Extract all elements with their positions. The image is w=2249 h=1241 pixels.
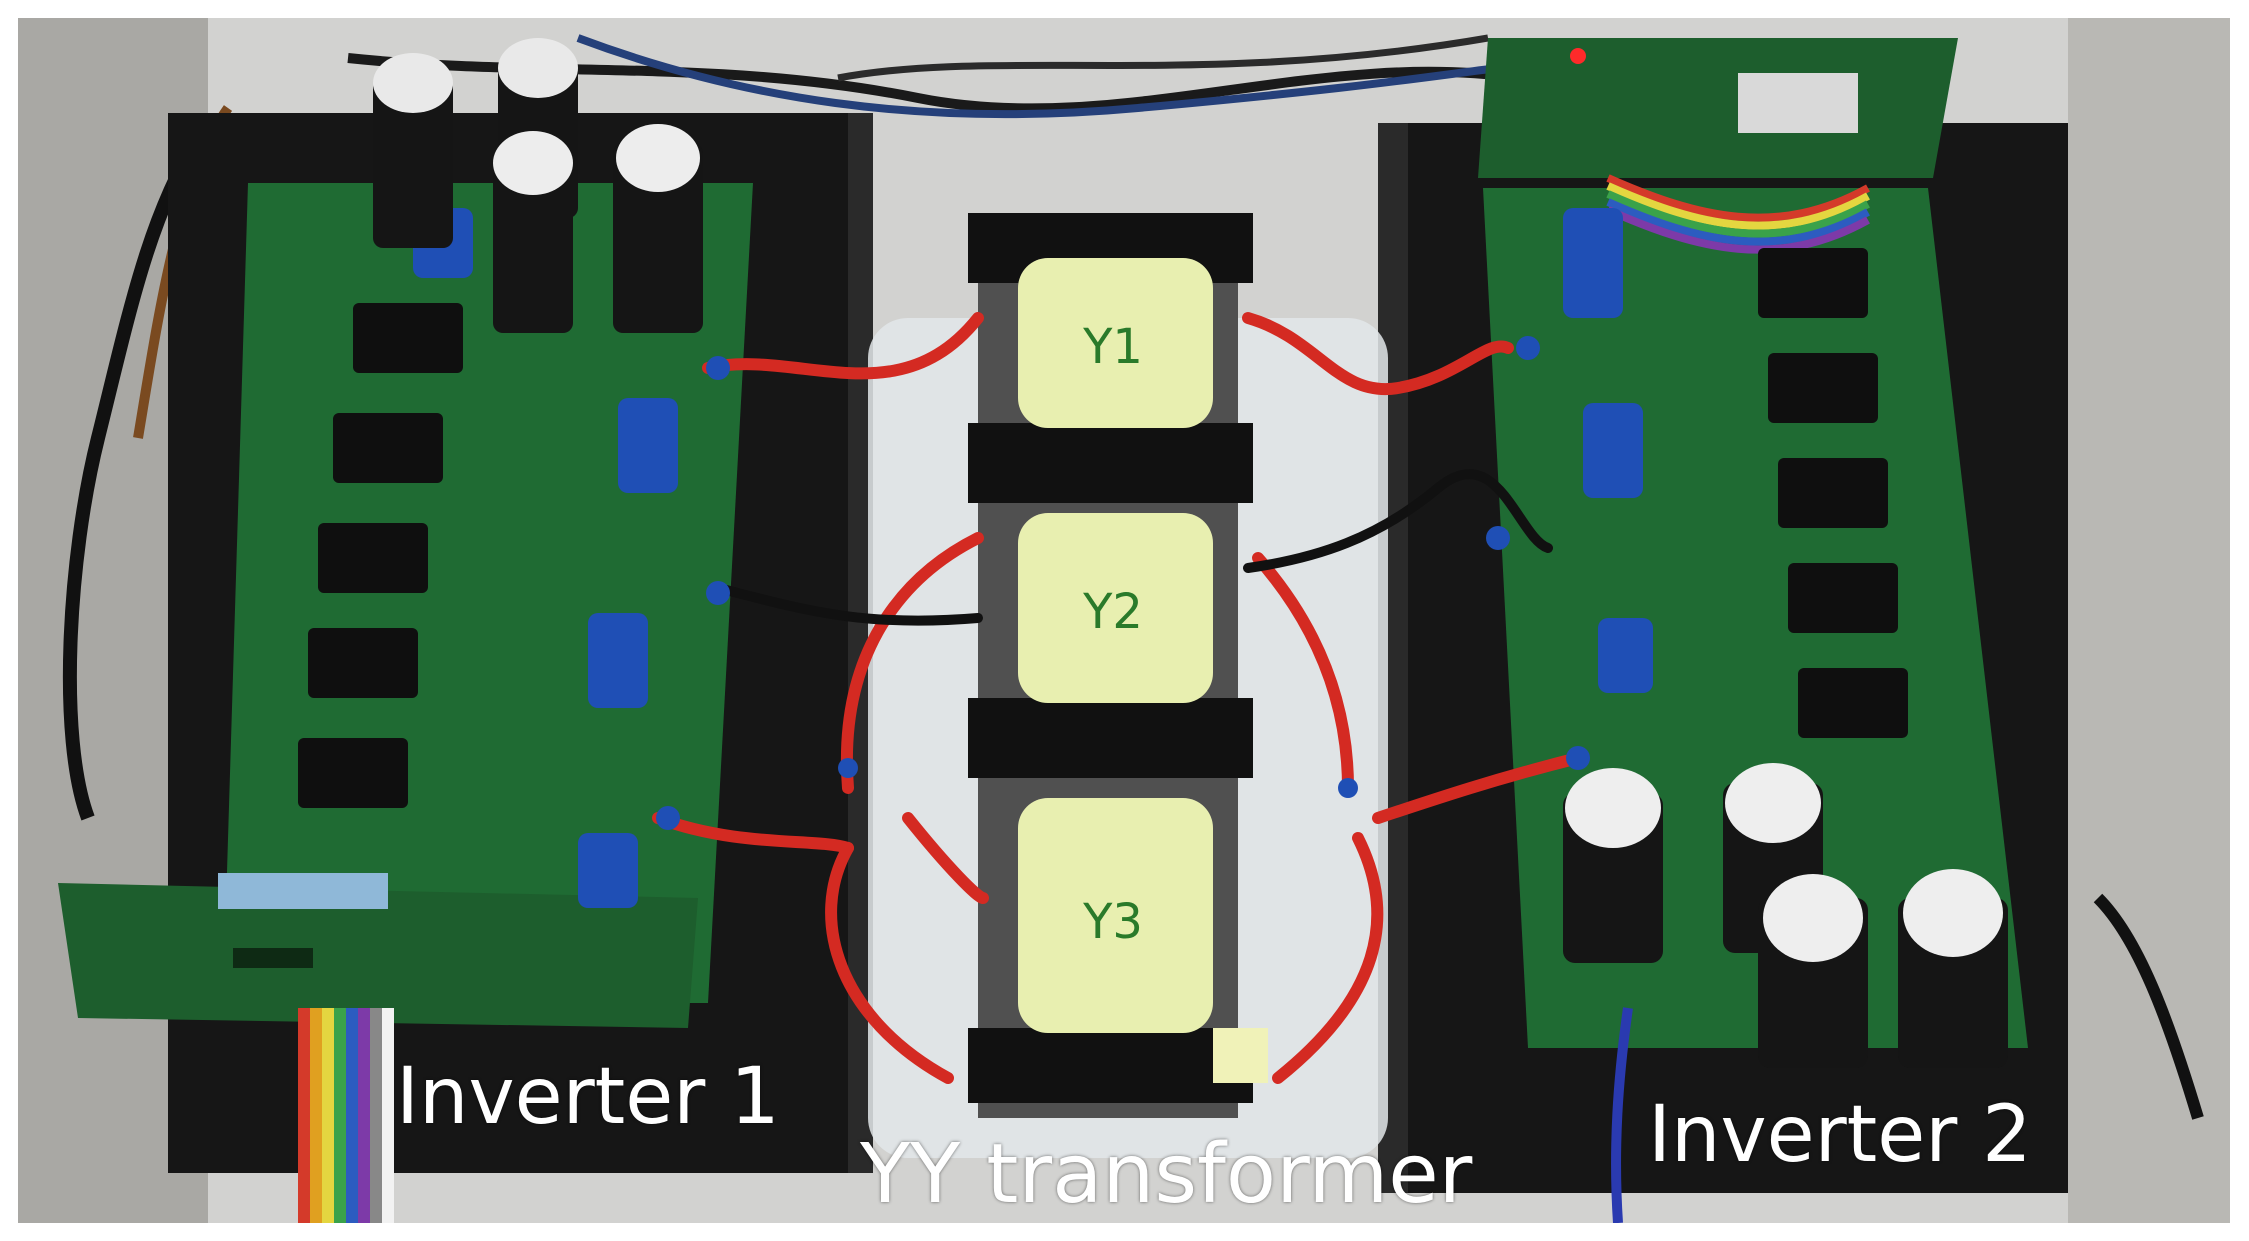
coil-2-marking: Y2	[1082, 584, 1143, 640]
capacitor-left-3	[493, 153, 573, 333]
label-yy-transformer: YY transformer	[860, 1127, 1473, 1222]
cable-black-left	[62, 134, 204, 821]
tape-patch	[1213, 1028, 1268, 1083]
ribbon-cable-left	[298, 1008, 394, 1223]
cable-blue-right	[1611, 1007, 1633, 1223]
power-module-right-3	[1778, 458, 1888, 528]
label-inverter-1: Inverter 1	[396, 1052, 780, 1142]
capacitor-left-1-top	[373, 53, 453, 113]
core-cap-3	[968, 698, 1253, 778]
power-module-left-2	[333, 413, 443, 483]
connector-light-blue	[218, 873, 388, 909]
capacitor-left-4	[613, 143, 703, 333]
current-sensor-left-4	[578, 833, 638, 908]
cable-dark-top	[837, 34, 1489, 82]
capacitor-right-1-top	[1565, 768, 1661, 848]
power-module-left-1	[353, 303, 463, 373]
capacitor-left-2-top	[498, 38, 578, 98]
label-inverter-2: Inverter 2	[1648, 1090, 2032, 1180]
pcb-control-board-right	[1478, 38, 1958, 178]
connector-white	[1738, 73, 1858, 133]
core-cap-4	[968, 1028, 1253, 1103]
power-module-right-2	[1768, 353, 1878, 423]
power-module-right-5	[1798, 668, 1908, 738]
power-module-left-3	[318, 523, 428, 593]
current-sensor-right-3	[1598, 618, 1653, 693]
core-cap-2	[968, 423, 1253, 503]
coil-3-marking: Y3	[1082, 894, 1143, 950]
table-edge-right	[2068, 18, 2230, 1223]
power-module-left-4	[308, 628, 418, 698]
current-sensor-right-1	[1563, 208, 1623, 318]
cable-blue-top	[576, 34, 1499, 119]
capacitor-right-3-top	[1763, 874, 1863, 962]
coil-1	[1018, 258, 1213, 428]
power-module-left-5	[298, 738, 408, 808]
photo: Y1 Y2 Y3	[18, 18, 2230, 1223]
led-red	[1570, 48, 1586, 64]
power-module-right-4	[1788, 563, 1898, 633]
red-wires	[652, 312, 1584, 1084]
hardware-photo-illustration: Y1 Y2 Y3	[18, 18, 2230, 1223]
capacitor-right-2-top	[1725, 763, 1821, 843]
capacitor-left-1	[373, 78, 453, 248]
capacitor-left-3-top	[493, 131, 573, 195]
current-sensor-left-2	[618, 398, 678, 493]
pcb-control-board-left	[58, 883, 698, 1028]
capacitor-left-4-top	[616, 124, 700, 192]
coil-3	[1018, 798, 1213, 1033]
power-module-right-1	[1758, 248, 1868, 318]
cable-black-right	[2093, 893, 2204, 1120]
coil-1-marking: Y1	[1082, 319, 1143, 375]
ring-terminals	[656, 336, 1590, 830]
ribbon-cable-right	[1606, 174, 1870, 254]
current-sensor-left-3	[588, 613, 648, 708]
current-sensor-right-2	[1583, 403, 1643, 498]
black-wires	[713, 469, 1553, 626]
capacitor-right-4-top	[1903, 869, 2003, 957]
coil-2	[1018, 513, 1213, 703]
header-pins-left	[233, 948, 313, 968]
